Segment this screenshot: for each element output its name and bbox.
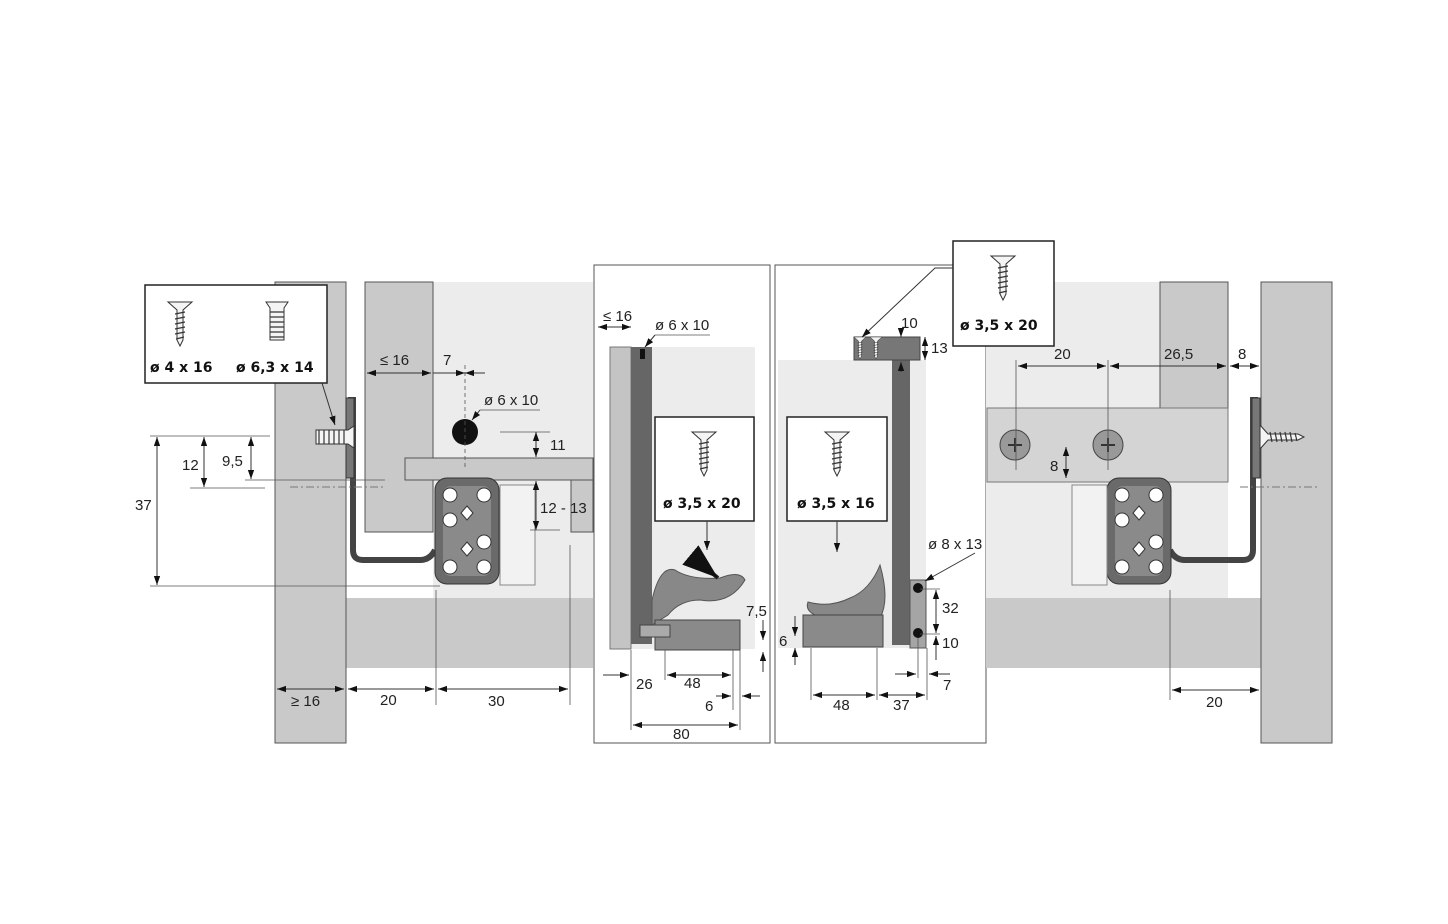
cabinet-side-panel <box>1260 281 1333 744</box>
dimension-label: 11 <box>550 437 566 454</box>
dimension-label: 10 <box>942 635 959 652</box>
screw-label: ø 3,5 x 16 <box>797 496 875 512</box>
runner-rail-profile <box>1106 477 1172 585</box>
dimension-label: 37 <box>135 497 152 514</box>
dimension-label: 8 <box>1050 458 1058 475</box>
dowel-hole-marker <box>640 349 645 359</box>
dimension-label: 26,5 <box>1164 346 1193 363</box>
cabinet-bottom <box>346 598 593 668</box>
dimension-label: 26 <box>636 676 653 693</box>
dimension-label: 10 <box>901 315 918 332</box>
dimension-label: 48 <box>684 675 701 692</box>
dimension-label: ≤ 16 <box>380 352 409 369</box>
left-section: ø 4 x 16 ø 6,3 x 14 ≤ 16 7 ø 6 x 10 11 1… <box>135 281 594 744</box>
dimension-label: 80 <box>673 726 690 743</box>
right-section: ø 3,5 x 20 20 26,5 8 8 20 <box>861 240 1333 744</box>
drawer-side-panel <box>364 281 434 533</box>
drawer-side-panel <box>1159 281 1229 409</box>
middle-right-panel: ø 3,5 x 16 10 13 ø 8 x 13 32 10 6 48 37 … <box>774 264 987 744</box>
dimension-label: 7 <box>943 677 951 694</box>
runner-mechanism <box>499 484 536 586</box>
screw-label: ø 3,5 x 20 <box>663 496 741 512</box>
dimension-label: ≥ 16 <box>291 693 320 710</box>
dimension-label: 6 <box>779 633 787 650</box>
front-clip <box>651 568 746 626</box>
rear-clip <box>806 563 886 619</box>
dimension-label: 13 <box>931 340 948 357</box>
dimension-label: 9,5 <box>222 453 243 470</box>
dimension-label: 20 <box>380 692 397 709</box>
runner-bracket <box>1167 397 1258 563</box>
dimension-label: 20 <box>1054 346 1071 363</box>
screw-label: ø 4 x 16 <box>150 360 213 376</box>
middle-left-panel: ø 3,5 x 20 ≤ 16 ø 6 x 10 7,5 26 48 6 80 <box>593 264 771 744</box>
drawer-bottom <box>404 457 594 481</box>
dimension-label: 7,5 <box>746 603 767 620</box>
dimension-label: 37 <box>893 697 910 714</box>
drawer-front-section <box>631 347 652 644</box>
runner-bracket <box>348 397 438 563</box>
hole-label: ø 8 x 13 <box>928 536 982 553</box>
hole-marker <box>913 628 923 638</box>
runner-rail-profile <box>434 477 500 585</box>
runner-mechanism <box>1071 484 1108 586</box>
hole-label: ø 6 x 10 <box>655 317 709 334</box>
dimension-label: ≤ 16 <box>603 308 632 325</box>
cabinet-bottom <box>986 598 1261 668</box>
hole-marker <box>913 583 923 593</box>
hole-label: ø 6 x 10 <box>484 392 538 409</box>
dimension-label: 30 <box>488 693 505 710</box>
mounting-plate <box>1251 397 1261 479</box>
dimension-label: 7 <box>443 352 451 369</box>
drawer-back-edge <box>570 479 594 533</box>
dimension-label: 12 - 13 <box>540 500 587 517</box>
rear-hook <box>802 614 884 648</box>
rear-bracket <box>853 336 921 361</box>
drawer-back-section <box>892 360 910 645</box>
dimension-label: 12 <box>182 457 199 474</box>
dimension-label: 8 <box>1238 346 1246 363</box>
dimension-label: 20 <box>1206 694 1223 711</box>
screw-label: ø 3,5 x 20 <box>960 318 1038 334</box>
dimension-label: 32 <box>942 600 959 617</box>
screw-label: ø 6,3 x 14 <box>236 360 314 376</box>
dimension-label: 48 <box>833 697 850 714</box>
dimension-label: 6 <box>705 698 713 715</box>
